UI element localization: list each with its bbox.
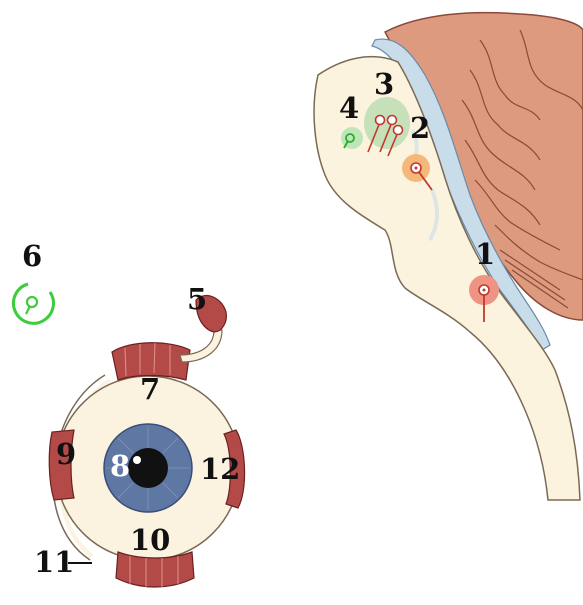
label-9: 9 [56, 440, 76, 469]
pupil-highlight [133, 456, 141, 464]
label-11: 11 [34, 548, 74, 577]
label-7: 7 [140, 375, 160, 404]
label-3: 3 [374, 70, 394, 99]
label-10: 10 [130, 526, 170, 555]
nucleus-3-region [364, 97, 410, 149]
symbol-6 [13, 284, 53, 323]
label-2: 2 [410, 114, 430, 143]
label-8: 8 [110, 452, 130, 481]
tendon-5 [180, 330, 222, 362]
pupil [128, 448, 168, 488]
label-4: 4 [339, 94, 359, 123]
label-6: 6 [22, 242, 42, 271]
nucleus-4 [341, 127, 363, 149]
label-5: 5 [187, 285, 207, 314]
brain-region [314, 13, 583, 500]
label-1: 1 [475, 240, 495, 269]
label-12: 12 [200, 455, 240, 484]
